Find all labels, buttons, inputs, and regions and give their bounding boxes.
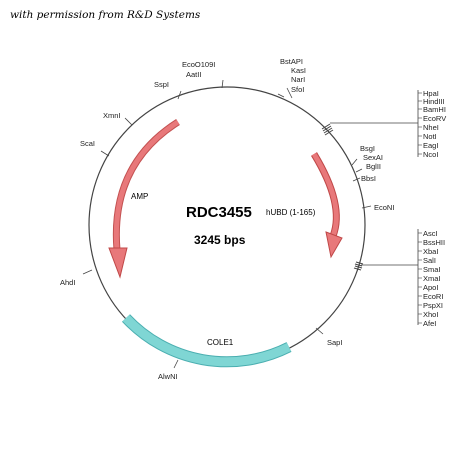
amp-arrowhead [108,247,128,279]
site-scai: ScaI [80,139,95,148]
insert-arrow-inner [311,152,339,237]
site-list-item: NheI [423,123,439,132]
upper-list-ticks [418,92,422,155]
plasmid-size: 3245 bps [194,233,246,247]
site-cluster-upper [321,123,334,136]
site-bsgi: BsgI [360,144,375,153]
site-aatii: AatII [186,70,201,79]
site-list-item: XmaI [423,274,441,283]
upper-site-list: HpaI HindIII BamHI EcoRV NheI NotI EagI … [423,89,446,159]
amp-arrow-inner [113,119,180,251]
site-list-item: EcoRV [423,114,446,123]
site-list-item: NotI [423,132,437,141]
site-list-item: HpaI [423,89,439,98]
amp-label: AMP [131,192,148,201]
site-econi: EcoNI [374,203,394,212]
site-bglii: BglII [366,162,381,171]
site-list-item: HindIII [423,97,445,106]
site-list-item: EagI [423,141,438,150]
lower-list-ticks [418,232,422,324]
insert-arrowhead [325,231,343,259]
site-ecoo109i: EcoO109I [182,60,215,69]
site-list-item: SmaI [423,265,441,274]
site-sapi: SapI [327,338,342,347]
site-xmni: XmnI [103,111,121,120]
site-list-item: ApoI [423,283,438,292]
cole1-band [122,314,292,367]
site-list-item: BamHI [423,105,446,114]
site-list-item: XhoI [423,310,438,319]
site-alwni: AlwNI [158,372,178,381]
site-sspi: SspI [154,80,169,89]
site-nari: NarI [291,75,305,84]
site-sexai: SexAI [363,153,383,162]
site-list-item: SalI [423,256,436,265]
permission-note: with permission from R&D Systems [10,9,201,21]
site-list-item: AfeI [423,319,436,328]
plasmid-name: RDC3455 [186,204,252,221]
site-list-item: PspXI [423,301,443,310]
site-list-item: AscI [423,229,438,238]
site-list-item: EcoRI [423,292,443,301]
site-bbsi: BbsI [361,174,376,183]
site-kasi: KasI [291,66,306,75]
site-ahdi: AhdI [60,278,75,287]
site-bstapi: BstAPI [280,57,303,66]
lower-site-list: AscI BssHII XbaI SalI SmaI XmaI ApoI Eco… [423,229,445,328]
cole1-label: COLE1 [207,338,234,347]
site-list-item: BssHII [423,238,445,247]
insert-label: hUBD (1-165) [266,208,316,217]
site-cluster-lower [353,261,364,271]
site-list-item: XbaI [423,247,438,256]
site-sfoi: SfoI [291,85,304,94]
site-list-item: NcoI [423,150,438,159]
